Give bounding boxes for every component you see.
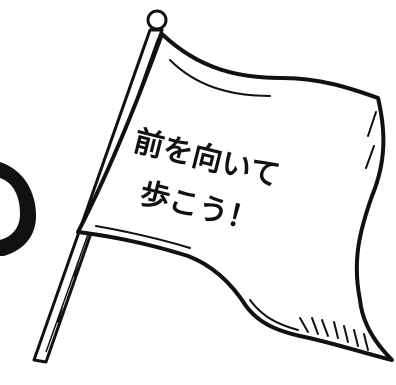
cloth-shading [95,59,377,351]
flag-cloth [76,32,394,362]
pole-finial [146,9,168,31]
partial-glyph [0,162,36,256]
